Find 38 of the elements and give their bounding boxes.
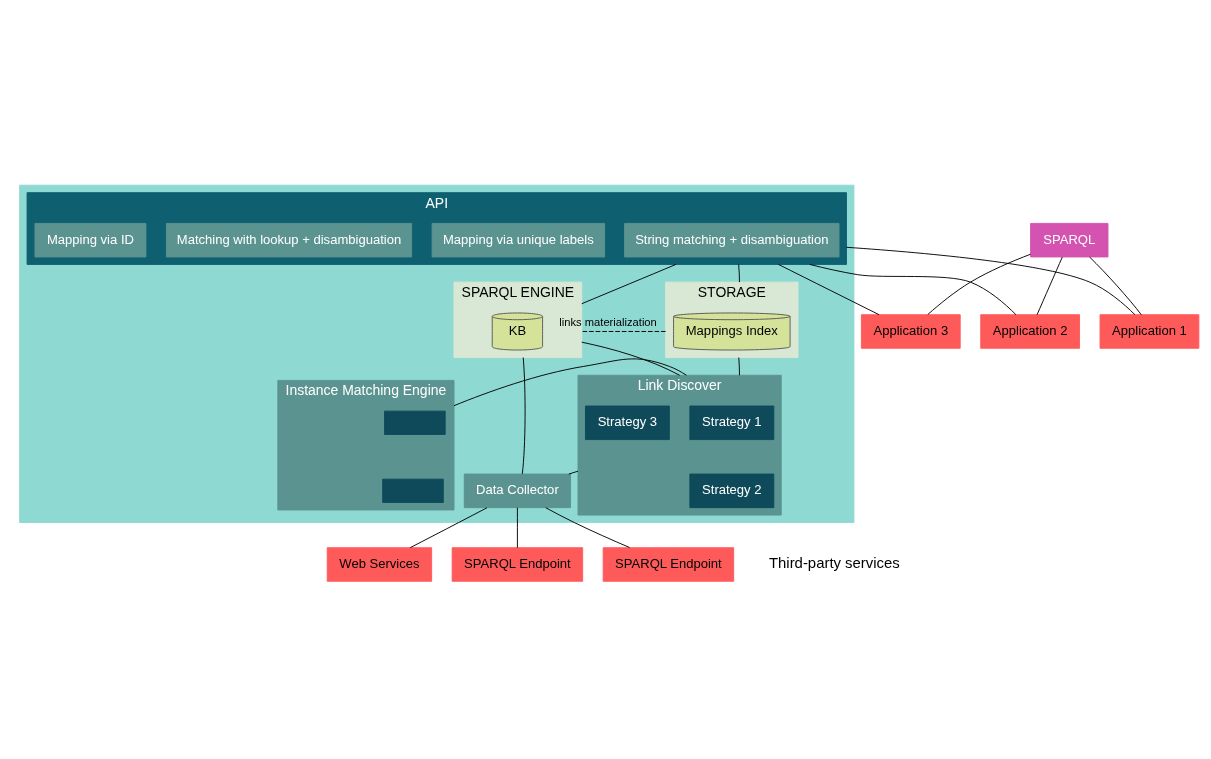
node-box: Web Services [326, 547, 433, 582]
node-box: Application 1 [1099, 314, 1200, 349]
cluster [19, 184, 855, 523]
node-box: Strategy 3 [585, 405, 670, 441]
connector [581, 331, 667, 332]
connector [1036, 256, 1063, 316]
node-box: Strategy 1 [689, 405, 775, 441]
connector [545, 507, 631, 548]
connector [581, 263, 677, 305]
connector [1089, 256, 1142, 316]
node-box: Mapping via ID [34, 222, 147, 258]
node-box: Application 2 [980, 314, 1080, 349]
node-box: Application 3 [860, 314, 961, 349]
connector [516, 507, 518, 549]
node-box: SPARQL [1030, 222, 1109, 258]
connector [738, 263, 740, 283]
node-box: Data Collector [463, 473, 571, 509]
connector [778, 263, 880, 316]
node-box: SPARQL Endpoint [602, 547, 735, 582]
connector [581, 341, 681, 376]
label: Third-party services [768, 555, 900, 572]
node-box: Strategy 2 [689, 473, 775, 509]
connector [568, 470, 579, 475]
connector [927, 253, 1031, 315]
edge-label: links materialization [559, 315, 657, 328]
node-box [382, 478, 444, 503]
connector [521, 357, 526, 475]
connector [846, 246, 1136, 316]
node-box [384, 410, 446, 435]
connector [453, 358, 687, 407]
connector [738, 357, 740, 376]
node-box: SPARQL Endpoint [451, 547, 584, 582]
node-box: Mapping via unique labels [431, 222, 606, 258]
connector [409, 507, 488, 549]
connector [809, 263, 1017, 316]
node-box: Matching with lookup + disambiguation [165, 222, 413, 258]
node-box: String matching + disambiguation [624, 222, 840, 258]
cluster: Instance Matching Engine [277, 379, 455, 511]
